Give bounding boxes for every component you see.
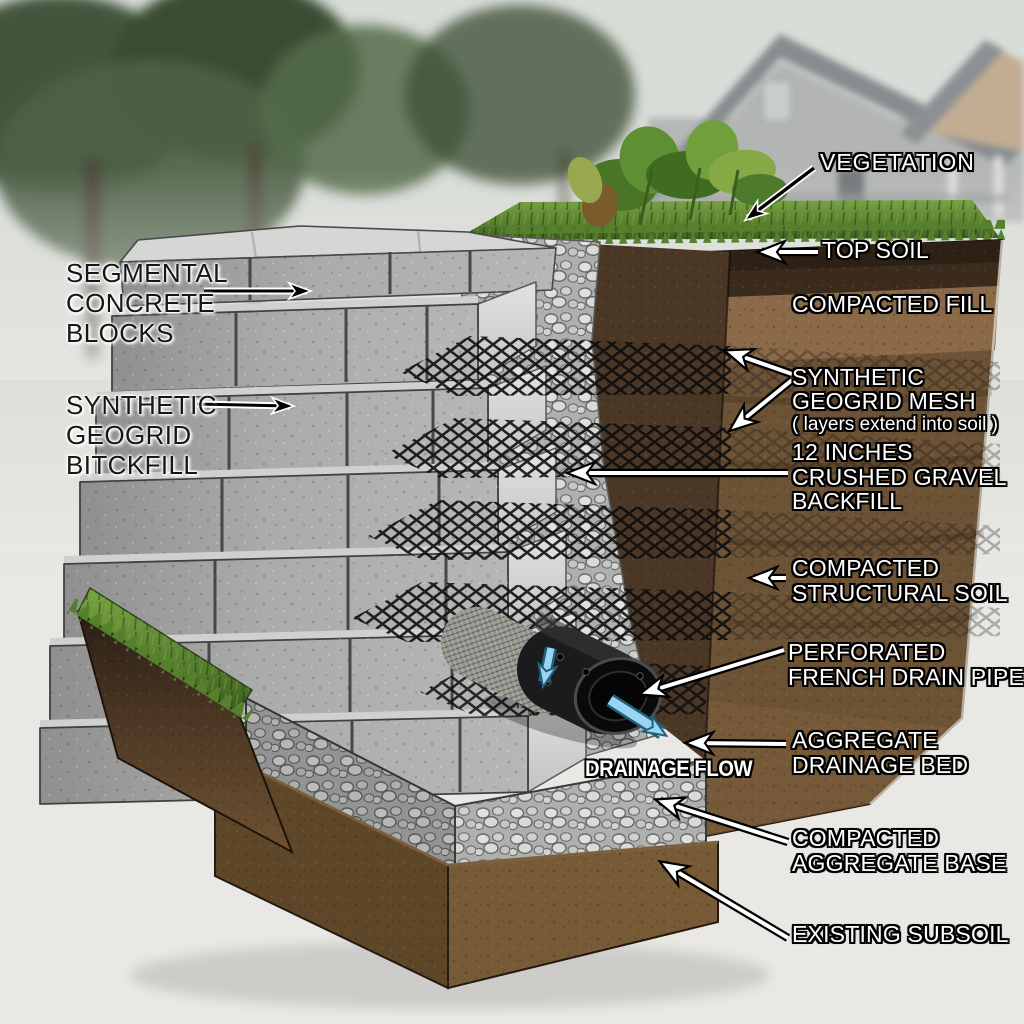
vegetation-plants <box>567 120 788 227</box>
wall-cap <box>119 225 557 307</box>
label-aggregate-drainage-bed: AGGREGATE DRAINAGE BED <box>792 727 969 778</box>
label-top-soil: TOP SOIL <box>822 237 929 263</box>
geogrid-mesh-shadow <box>731 428 1000 476</box>
label-synthetic-geogrid-mesh: SYNTHETIC GEOGRID MESH ( layers extend i… <box>792 340 998 460</box>
label-synthetic-geogrid-mesh-note: ( layers extend into soil ) <box>792 413 998 435</box>
label-synthetic-geogrid-mesh-main: SYNTHETIC GEOGRID MESH <box>792 363 976 414</box>
label-existing-subsoil: EXISTING SUBSOIL <box>792 921 1009 947</box>
geogrid-mesh-layer <box>368 500 731 560</box>
arrow-geogrid-mesh-upper <box>729 352 794 379</box>
arrow-aggregate-base <box>660 801 790 847</box>
label-compacted-fill: COMPACTED FILL <box>792 291 993 317</box>
geogrid-mesh-shadow <box>731 346 1000 394</box>
geogrid-mesh-shadow <box>731 592 1000 640</box>
arrow-drain-pipe <box>644 645 786 693</box>
pipe-perforation <box>582 668 590 676</box>
arrow-geogrid-mesh-lower <box>733 376 795 428</box>
arrow-existing-subsoil <box>664 864 791 942</box>
label-synthetic-geogrid-backfill: SYNTHETIC GEOGRID BITCKFILL <box>66 390 217 480</box>
geogrid-mesh-layer <box>400 336 731 396</box>
label-compacted-structural-soil: COMPACTED STRUCTURAL SOIL <box>792 555 1008 606</box>
pipe-shadow <box>482 695 638 749</box>
arrow-vegetation <box>748 165 817 218</box>
label-drainage-flow: DRAINAGE FLOW <box>585 756 753 781</box>
label-compacted-aggregate-base: COMPACTED AGGREGATE BASE <box>792 825 1007 876</box>
pipe-perforation <box>556 653 564 661</box>
arrow-drainage-bed <box>690 743 787 744</box>
drainage-flow-arrow-small <box>544 646 551 682</box>
label-segmental-concrete-blocks: SEGMENTAL CONCRETE BLOCKS <box>66 258 229 348</box>
arrow-geogrid-backfill <box>196 404 290 406</box>
foreground-grass-ledge <box>66 586 294 855</box>
drainage-flow-arrow-large <box>606 694 662 739</box>
geogrid-mesh-layer <box>385 418 731 478</box>
label-perforated-french-drain-pipe: PERFORATED FRENCH DRAIN PIPE <box>788 639 1024 690</box>
label-crushed-gravel-backfill: 12 INCHES CRUSHED GRAVEL BACKFILL <box>792 439 1007 514</box>
geogrid-mesh-shadow <box>731 510 1000 558</box>
label-vegetation: VEGETATION <box>820 149 975 175</box>
